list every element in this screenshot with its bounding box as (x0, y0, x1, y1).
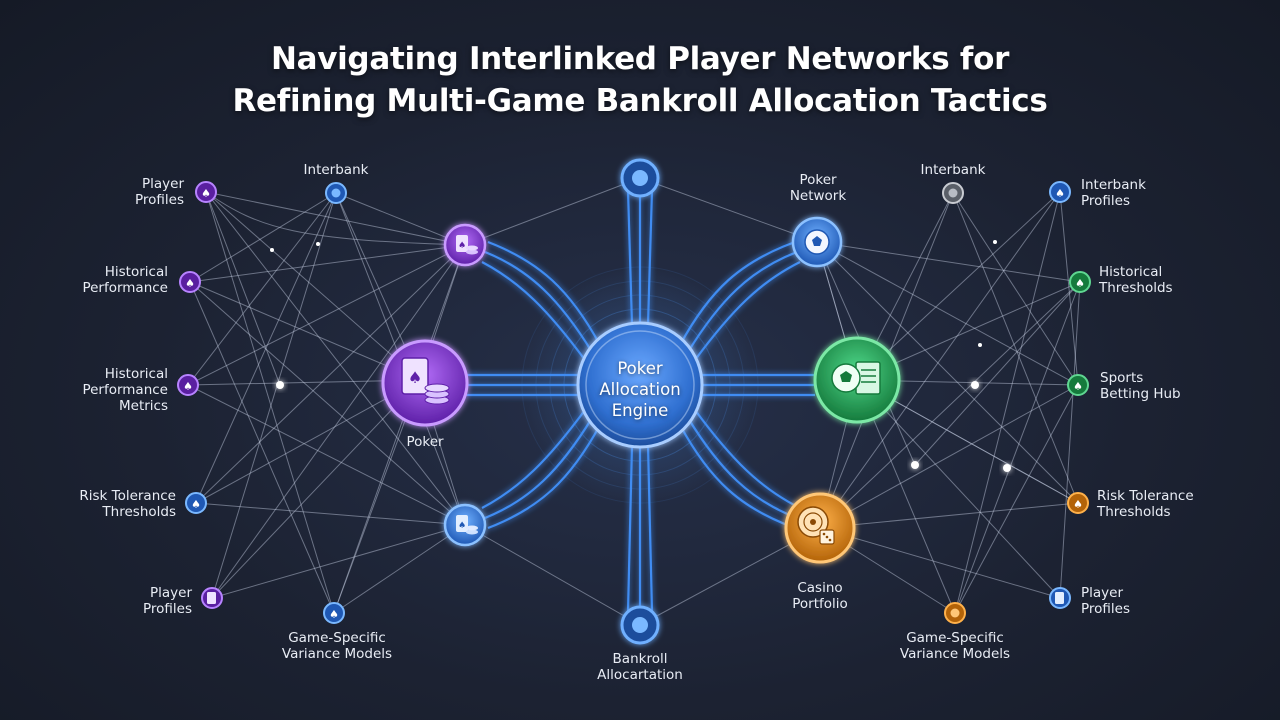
top-hub-node (620, 158, 660, 198)
card-icon (1049, 587, 1071, 609)
svg-text:♠: ♠ (458, 241, 466, 251)
spade-icon: ♠ (179, 271, 201, 293)
spade-icon: ♠ (1067, 492, 1089, 514)
allocation-engine-node (576, 321, 704, 449)
spade-icon: ♠ (177, 374, 199, 396)
title-line-1: Navigating Interlinked Player Networks f… (270, 41, 1010, 77)
label-interbank-left: Interbank (303, 162, 369, 178)
svg-text:♠: ♠ (1055, 187, 1065, 200)
label-variance-models-right: Game-Specific Variance Models (899, 630, 1011, 662)
page-title: Navigating Interlinked Player Networks f… (0, 38, 1280, 122)
interbank-dot-icon (325, 182, 347, 204)
spade-icon: ♠ (195, 181, 217, 203)
left-peripheral-nodes: ♠ ♠ ♠ ♠ ♠ (177, 181, 347, 624)
junction-dots (270, 240, 1011, 472)
label-player-profiles-top: Player Profiles (134, 176, 184, 208)
bankroll-small-node: ♠ (443, 503, 487, 547)
svg-text:♠: ♠ (191, 498, 201, 511)
label-historical-performance: Historical Performance (82, 264, 168, 296)
label-risk-tolerance-left: Risk Tolerance Thresholds (79, 488, 176, 520)
label-poker: Poker (406, 434, 444, 450)
roulette-dice-icon (797, 506, 835, 545)
svg-text:♠: ♠ (1073, 380, 1083, 393)
bundle-paths (466, 189, 815, 613)
svg-text:♠: ♠ (1073, 498, 1083, 511)
poker-small-node: ♠ (443, 223, 487, 267)
soccer-ball-ticket-icon (831, 361, 881, 395)
spade-icon: ♠ (1049, 181, 1071, 203)
casino-portfolio-node (784, 492, 856, 564)
label-player-profiles-right: Player Profiles (1081, 585, 1131, 617)
spade-icon: ♠ (323, 602, 345, 624)
spade-icon: ♠ (1067, 374, 1089, 396)
label-bankroll: Bankroll Allocartation (597, 651, 683, 683)
label-risk-tolerance-right: Risk Tolerance Thresholds (1097, 488, 1194, 520)
svg-text:♠: ♠ (1075, 277, 1085, 290)
label-poker-network: Poker Network (789, 172, 847, 204)
label-historical-thresholds: Historical Thresholds (1099, 264, 1173, 296)
label-sports-betting-hub: Sports Betting Hub (1100, 370, 1181, 402)
label-variance-models-left: Game-Specific Variance Models (281, 630, 393, 662)
svg-text:♠: ♠ (201, 187, 211, 200)
label-interbank-profiles: Interbank Profiles (1081, 177, 1146, 209)
title-line-2: Refining Multi-Game Bankroll Allocation … (232, 83, 1048, 119)
spade-icon: ♠ (185, 492, 207, 514)
variance-dot-icon (944, 602, 966, 624)
label-player-profiles-bottom: Player Profiles (142, 585, 192, 617)
soccer-ball-icon (804, 229, 830, 255)
right-peripheral-nodes: ♠ ♠ ♠ ♠ (942, 181, 1091, 624)
allocation-engine-label: Poker Allocation Engine (599, 359, 681, 420)
svg-text:♠: ♠ (408, 368, 422, 387)
label-historical-performance-metrics: Historical Performance Metrics (82, 366, 168, 414)
sports-betting-node (813, 336, 901, 424)
card-icon (201, 587, 223, 609)
poker-network-node (791, 216, 843, 268)
bankroll-hub-node (620, 605, 660, 645)
svg-text:♠: ♠ (458, 521, 466, 531)
poker-node: ♠ (381, 339, 469, 427)
spade-icon: ♠ (1069, 271, 1091, 293)
label-casino-portfolio: Casino Portfolio (792, 580, 848, 612)
svg-text:♠: ♠ (185, 277, 195, 290)
interbank-grey-dot-icon (942, 182, 964, 204)
playing-cards-chips-icon: ♠ (401, 357, 450, 405)
svg-text:♠: ♠ (329, 608, 339, 621)
svg-text:♠: ♠ (183, 380, 193, 393)
label-interbank-right: Interbank (920, 162, 986, 178)
